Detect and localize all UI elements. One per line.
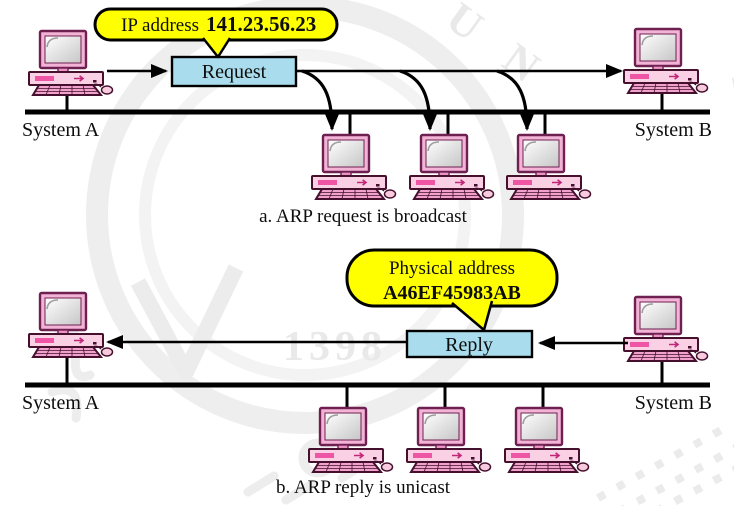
request-packet-box xyxy=(170,55,298,88)
ip-callout-label: IP address xyxy=(121,15,199,36)
arrow-broadcast-3 xyxy=(496,69,534,131)
system-b-label-top: System B xyxy=(635,119,712,141)
ip-callout-tail xyxy=(202,37,232,59)
computer-icon-system-b xyxy=(622,295,709,363)
physical-callout-value: A46EF45983AB xyxy=(383,282,521,304)
request-packet-label: Request xyxy=(202,61,267,83)
watermark-inner-ring xyxy=(139,49,471,381)
panel-b: Reply Physical address A46EF45983AB Syst… xyxy=(22,248,712,498)
system-b-label-bottom: System B xyxy=(635,392,712,414)
watermark-dots xyxy=(596,420,734,506)
watermark-text-1398: 1398 xyxy=(283,324,387,370)
watermark-ring xyxy=(86,0,524,434)
reply-packet-label: Reply xyxy=(445,334,493,356)
computer-icon-host3 xyxy=(503,406,590,474)
arrow-broadcast-2 xyxy=(399,69,437,131)
computer-icon-system-b xyxy=(622,27,709,95)
system-a-label-bottom: System A xyxy=(22,392,100,414)
caption-a: a. ARP request is broadcast xyxy=(259,206,467,227)
reply-packet-box xyxy=(405,329,534,359)
ip-callout-value: 141.23.56.23 xyxy=(206,12,316,36)
caption-b: b. ARP reply is unicast xyxy=(276,477,451,498)
physical-callout-label: Physical address xyxy=(389,258,515,279)
arrow-broadcast-1 xyxy=(301,69,339,131)
watermark-check-shape xyxy=(130,264,244,380)
physical-callout-bubble xyxy=(345,248,559,308)
computer-icon-host2 xyxy=(408,133,495,201)
system-a-label-top: System A xyxy=(22,119,100,141)
computer-icon-host2 xyxy=(405,406,492,474)
computer-icon-system-a xyxy=(27,291,114,359)
panel-a: Request IP address 141.23.56.23 System A… xyxy=(22,7,712,227)
computer-icon-host1 xyxy=(310,133,397,201)
computer-icon-host3 xyxy=(505,133,592,201)
computer-icon-system-a xyxy=(27,29,114,97)
computer-icon-host1 xyxy=(307,406,394,474)
physical-callout-tail xyxy=(451,300,494,332)
